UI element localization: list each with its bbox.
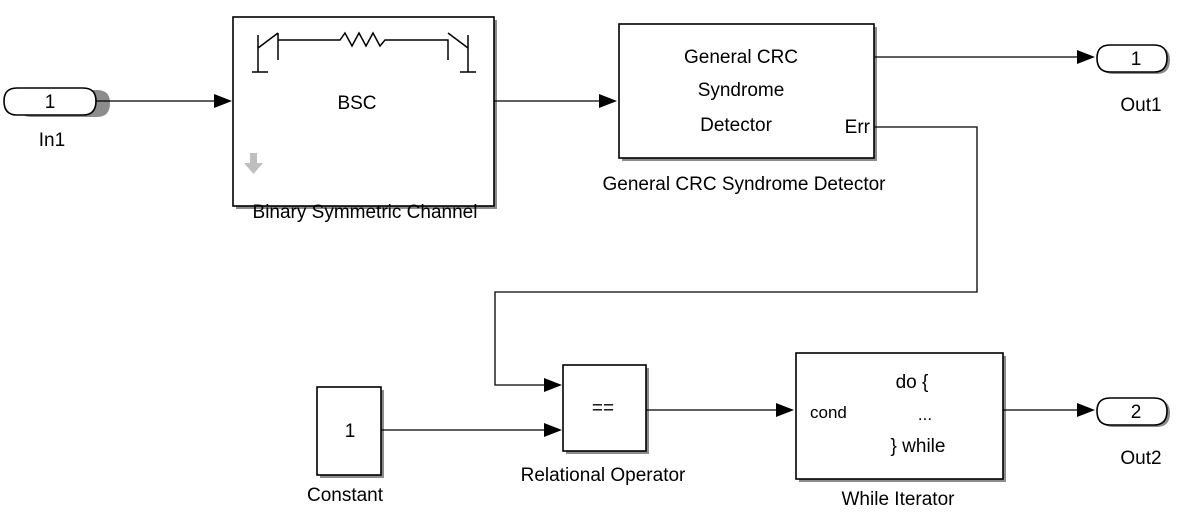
bsc-block-text: BSC (337, 93, 376, 114)
inport-in1-number: 1 (45, 92, 56, 113)
crc-err-port-label: Err (845, 117, 871, 138)
arrowhead-icon (544, 423, 562, 437)
arrowhead-icon (1077, 403, 1095, 417)
crc-text-line-3: Detector (700, 115, 772, 136)
outport-out2-number: 2 (1131, 402, 1142, 423)
arrowhead-icon (1077, 50, 1095, 64)
block-binary-symmetric-channel[interactable]: BSC Binary Symmetric Channel (232, 16, 495, 223)
while-text-ellipsis: ... (918, 405, 932, 424)
crc-text-line-1: General CRC (684, 47, 798, 68)
constant-label: Constant (307, 485, 384, 506)
outport-out1-number: 1 (1131, 49, 1142, 70)
arrowhead-icon (214, 94, 232, 108)
block-while-iterator[interactable]: do { cond ... } while While Iterator (795, 352, 1004, 510)
bsc-block-label: Binary Symmetric Channel (253, 202, 478, 223)
while-cond-port-label: cond (810, 403, 847, 422)
inport-in1[interactable]: 1 In1 (3, 87, 97, 151)
wire-crc-err-relop[interactable] (494, 126, 978, 386)
while-text-do: do { (896, 372, 929, 393)
while-text-while: } while (891, 436, 946, 457)
channel-resistor-icon (252, 31, 476, 73)
mask-arrow-icon (244, 153, 263, 174)
crc-text-line-2: Syndrome (698, 80, 785, 101)
arrowhead-icon (776, 403, 794, 417)
block-constant[interactable]: 1 Constant (307, 386, 384, 506)
crc-block-label: General CRC Syndrome Detector (603, 174, 887, 195)
relop-label: Relational Operator (521, 465, 686, 486)
arrowhead-icon (544, 378, 562, 392)
while-iterator-label: While Iterator (842, 489, 956, 510)
signal-lines (96, 50, 1095, 437)
block-general-crc-syndrome-detector[interactable]: General CRC Syndrome Detector Err Genera… (603, 23, 887, 195)
relop-operator: == (592, 398, 614, 419)
outport-out1-label: Out1 (1120, 95, 1161, 116)
outport-out2[interactable]: 2 Out2 (1096, 397, 1168, 469)
arrowhead-icon (599, 94, 617, 108)
block-relational-operator[interactable]: == Relational Operator (521, 364, 686, 486)
constant-value: 1 (345, 421, 356, 442)
inport-in1-label: In1 (39, 130, 65, 151)
outport-out1[interactable]: 1 Out1 (1096, 44, 1168, 116)
outport-out2-label: Out2 (1120, 448, 1161, 469)
